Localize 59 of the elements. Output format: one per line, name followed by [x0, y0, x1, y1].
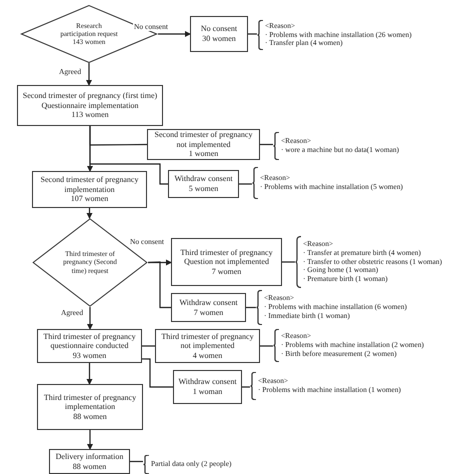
box-text: 30 women: [202, 34, 236, 44]
box-text: Withdraw consent: [178, 377, 237, 387]
arrow: [87, 430, 93, 450]
box-text: 5 women: [188, 184, 218, 194]
box-text: questionnaire conducted: [50, 341, 128, 351]
process-box: [190, 16, 248, 52]
box-text: Withdraw consent: [179, 298, 238, 308]
box-text: 88 women: [73, 412, 107, 422]
box-text: 7 women: [212, 266, 242, 276]
box-text: Second trimester of pregnancy (first time): [22, 91, 158, 101]
process-box: [171, 238, 282, 286]
process-box: [173, 370, 242, 404]
process-box: [49, 449, 130, 474]
process-box: [37, 329, 142, 363]
arrow: [87, 307, 93, 330]
box-text: 1 women: [188, 149, 218, 159]
box-text: Delivery information: [56, 452, 124, 462]
connector-line: [246, 306, 256, 308]
box-text: not implemented: [176, 140, 230, 150]
process-box: [147, 129, 260, 160]
box-text: Second trimester of pregnancy: [154, 130, 252, 140]
box-text: 93 women: [72, 350, 106, 360]
arrow: [86, 63, 92, 86]
box-text: Questionnaire implementation: [41, 100, 139, 110]
box-text: Third trimester of pregnancy: [161, 332, 254, 342]
box-text: not implemented: [180, 341, 234, 351]
box-text: 1 woman: [192, 387, 222, 397]
connector-line: [142, 358, 173, 388]
process-box: [168, 170, 239, 198]
box-text: Third trimester of pregnancy: [180, 248, 273, 258]
box-text: implementation: [64, 184, 115, 194]
process-box: [155, 329, 260, 363]
arrow: [86, 208, 92, 219]
arrow: [87, 126, 93, 172]
box-text: Question not implemented: [184, 257, 269, 267]
connector-line: [260, 144, 273, 146]
box-text: Withdraw consent: [174, 174, 233, 184]
connector-line: [260, 345, 273, 347]
connector-line: [239, 183, 252, 185]
connector-line: [148, 261, 171, 308]
box-text: 4 women: [192, 350, 222, 360]
box-text: implementation: [64, 402, 116, 412]
connector-line: [130, 460, 143, 462]
box-text: 7 women: [194, 308, 224, 318]
box-text: Third trimester of pregnancy: [44, 392, 136, 402]
process-box: [17, 85, 163, 126]
process-box: [171, 293, 246, 322]
connector-line: [142, 345, 155, 347]
box-text: Second trimester of pregnancy: [40, 175, 138, 185]
arrow: [158, 31, 191, 37]
arrow: [86, 363, 92, 385]
process-box: [32, 171, 147, 208]
box-text: 88 women: [72, 462, 106, 472]
connector-line: [282, 261, 295, 263]
box-text: 113 women: [71, 110, 109, 120]
box-text: No consent: [200, 24, 238, 34]
box-text: 107 women: [70, 194, 108, 204]
box-text: Third trimester of pregnancy: [43, 332, 136, 342]
process-box: [37, 384, 143, 430]
